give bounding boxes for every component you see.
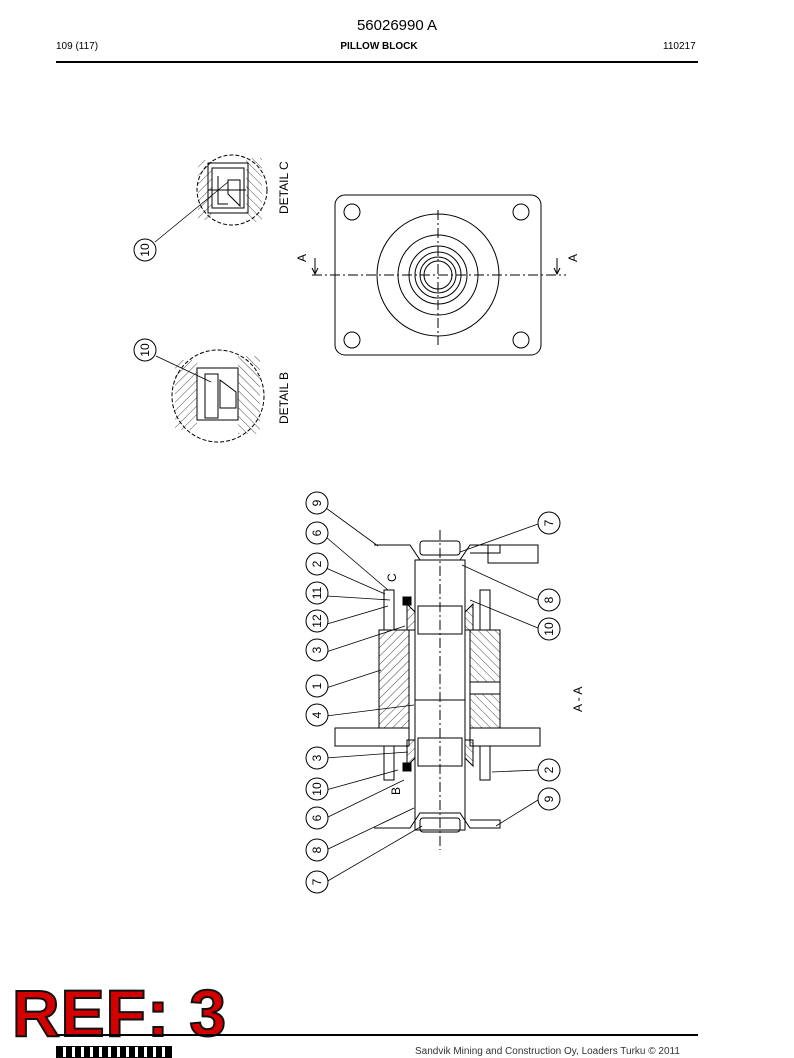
callout-label: 2: [542, 766, 556, 773]
callout: 7: [305, 870, 329, 894]
callout-label: 6: [310, 814, 324, 821]
callout: 10: [133, 338, 157, 362]
callout: 6: [305, 806, 329, 830]
callout-label: 10: [138, 243, 152, 257]
callout: 9: [537, 787, 561, 811]
page-number: 109 (117): [56, 41, 99, 52]
callout-label: 1: [310, 682, 324, 689]
callout-label: 10: [542, 622, 556, 636]
callout: 2: [305, 552, 329, 576]
callout-label: 10: [138, 343, 152, 357]
document-number: 56026990 A: [356, 17, 438, 34]
callout-label: 7: [310, 878, 324, 885]
footer-copyright: Sandvik Mining and Construction Oy, Load…: [415, 1046, 680, 1057]
callout: 8: [537, 588, 561, 612]
callout: 10: [133, 238, 157, 262]
callout: 12: [305, 609, 329, 633]
company-logo: [56, 1046, 172, 1058]
callout: 1: [305, 674, 329, 698]
callout-label: 8: [542, 596, 556, 603]
callout-label: 9: [310, 499, 324, 506]
reference-stamp: REF: 3: [11, 976, 228, 1050]
callout: 8: [305, 838, 329, 862]
section-label: A - A: [571, 687, 585, 712]
callout-label: 9: [542, 795, 556, 802]
callout-label: 3: [310, 646, 324, 653]
callouts: 10 10 9 6 2 11 12 3 1 4 3 10 6 8 7 7 8 1…: [133, 238, 561, 894]
header-divider: [56, 61, 698, 63]
callout: 2: [537, 758, 561, 782]
section-marker-right: A: [566, 254, 580, 262]
callout-label: 12: [310, 614, 324, 628]
section-marker-left: A: [295, 254, 309, 262]
callout-label: 8: [310, 846, 324, 853]
callout-label: 2: [310, 560, 324, 567]
callout-label: 10: [310, 782, 324, 796]
section-a-a-view: C B A - A: [334, 530, 585, 850]
callout: 3: [305, 638, 329, 662]
footer-divider: [56, 1034, 698, 1036]
callout: 11: [305, 581, 329, 605]
callout: 10: [537, 617, 561, 641]
callout: 10: [305, 777, 329, 801]
leader-lines: [154, 181, 539, 883]
callout: 9: [305, 491, 329, 515]
flange-top-view: A A: [295, 194, 580, 356]
callout: 7: [537, 511, 561, 535]
callout: 3: [305, 746, 329, 770]
callout-label: 4: [310, 711, 324, 718]
detail-letter-b: B: [389, 787, 403, 795]
callout-label: 11: [310, 586, 324, 599]
callout: 4: [305, 703, 329, 727]
callout-label: 3: [310, 754, 324, 761]
date-code: 110217: [663, 41, 696, 52]
callout-label: 7: [542, 519, 556, 526]
detail-b-label: DETAIL B: [277, 372, 291, 424]
callout: 6: [305, 521, 329, 545]
page-title: PILLOW BLOCK: [340, 41, 418, 52]
detail-letter-c: C: [385, 573, 399, 582]
callout-label: 6: [310, 529, 324, 536]
detail-c-view: DETAIL C: [196, 154, 291, 226]
detail-b-view: DETAIL B: [171, 349, 291, 443]
detail-c-label: DETAIL C: [277, 161, 291, 214]
